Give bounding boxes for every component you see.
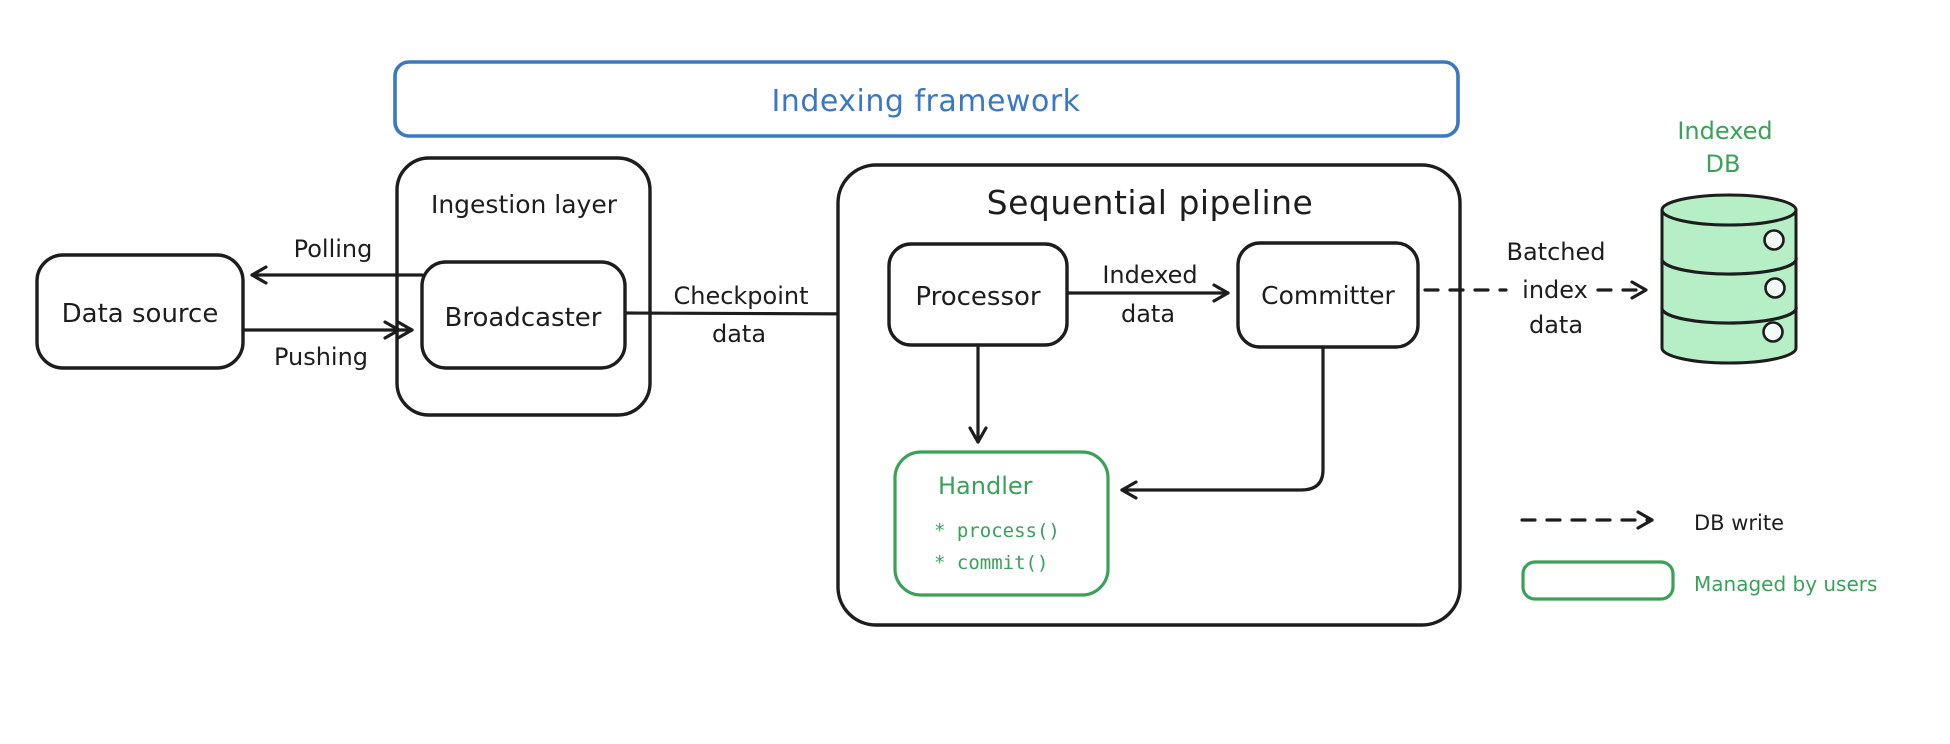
indexed-db-cylinder [1660, 193, 1798, 365]
checkpoint-data-arrow [623, 304, 880, 324]
pushing-label: Pushing [274, 343, 368, 371]
checkpoint-data-label-line1: Checkpoint [673, 282, 808, 310]
db-cylinder-divider-1 [1660, 256, 1798, 276]
data-source-label: Data source [62, 299, 219, 329]
handler-method-process: * process() [934, 520, 1060, 542]
polling-label: Polling [294, 235, 373, 263]
batched-index-label-line3: data [1529, 311, 1583, 339]
db-cylinder-top [1660, 193, 1798, 227]
indexed-db-label-line1: Indexed [1677, 117, 1772, 145]
broadcaster-label: Broadcaster [445, 303, 602, 333]
indexing-framework-label: Indexing framework [771, 84, 1080, 119]
committer-node [1236, 241, 1420, 349]
handler-node [893, 450, 1110, 597]
checkpoint-data-label-line2: data [712, 320, 766, 348]
indexed-data-label-line2: data [1121, 300, 1175, 328]
processor-label: Processor [915, 282, 1041, 312]
handler-method-commit: * commit() [934, 552, 1048, 574]
data-source-node [35, 253, 245, 370]
handler-label: Handler [938, 472, 1033, 500]
batched-index-label-line2: index [1522, 276, 1588, 304]
committer-label: Committer [1261, 281, 1395, 310]
indexed-data-label-line1: Indexed [1102, 261, 1197, 289]
db-cylinder-dot-1 [1763, 229, 1785, 251]
legend-db-write-label: DB write [1694, 511, 1784, 535]
legend-managed-box [1521, 560, 1675, 601]
batched-index-label-line1: Batched [1507, 238, 1606, 266]
db-cylinder-dot-2 [1764, 277, 1786, 299]
db-cylinder-dot-3 [1762, 321, 1784, 343]
broadcaster-node [420, 260, 627, 370]
sequential-pipeline-label: Sequential pipeline [987, 183, 1314, 222]
db-cylinder-divider-2 [1660, 305, 1798, 325]
db-cylinder-body [1660, 208, 1798, 365]
indexed-db-label-line2: DB [1706, 150, 1741, 178]
legend-managed-label: Managed by users [1694, 572, 1877, 596]
ingestion-layer-label: Ingestion layer [431, 190, 618, 219]
committer-to-handler-arrow [1120, 345, 1325, 500]
indexing-framework-frame [393, 60, 1460, 138]
